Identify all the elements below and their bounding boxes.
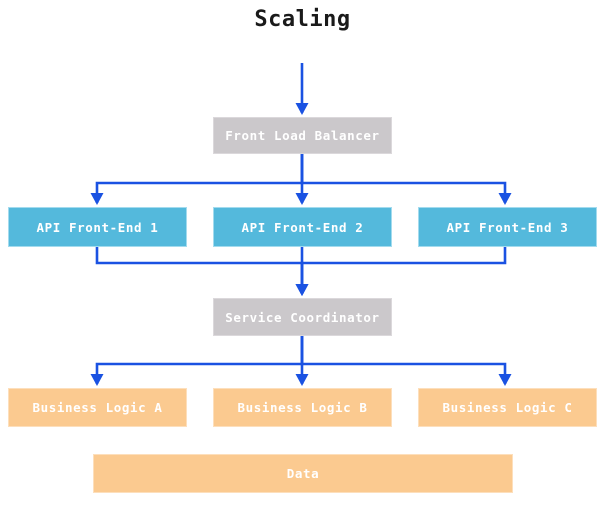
node-front-load-balancer: Front Load Balancer [213,117,392,154]
edge-sc-bla [90,336,304,386]
node-data: Data [93,454,513,493]
node-service-coordinator: Service Coordinator [213,298,392,336]
edge-flb-api1 [90,154,304,205]
node-business-logic-b: Business Logic B [213,388,392,427]
node-api-front-end-3: API Front-End 3 [418,207,597,247]
node-api-front-end-2: API Front-End 2 [213,207,392,247]
node-business-logic-a: Business Logic A [8,388,187,427]
diagram-title: Scaling [254,7,351,32]
edge-api1-sc [95,247,309,296]
edge-sc-blc [300,336,512,386]
node-business-logic-c: Business Logic C [418,388,597,427]
edge-flb-api3 [300,154,512,205]
node-api-front-end-1: API Front-End 1 [8,207,187,247]
edge-api3-sc [295,247,507,296]
